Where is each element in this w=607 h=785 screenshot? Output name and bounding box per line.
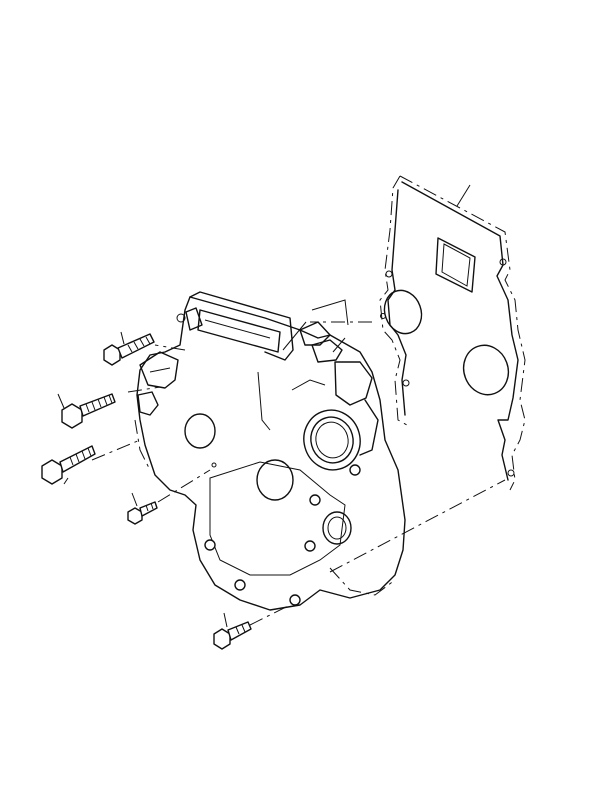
front-cover [134,291,406,611]
bolt-small [127,492,158,525]
bolt-left-long [57,393,116,429]
bolt-bottom [213,612,252,650]
gasket [379,175,526,491]
bolt-left-lower [41,445,96,485]
bolt-upper [103,331,155,366]
assembly-centerlines [91,299,506,626]
